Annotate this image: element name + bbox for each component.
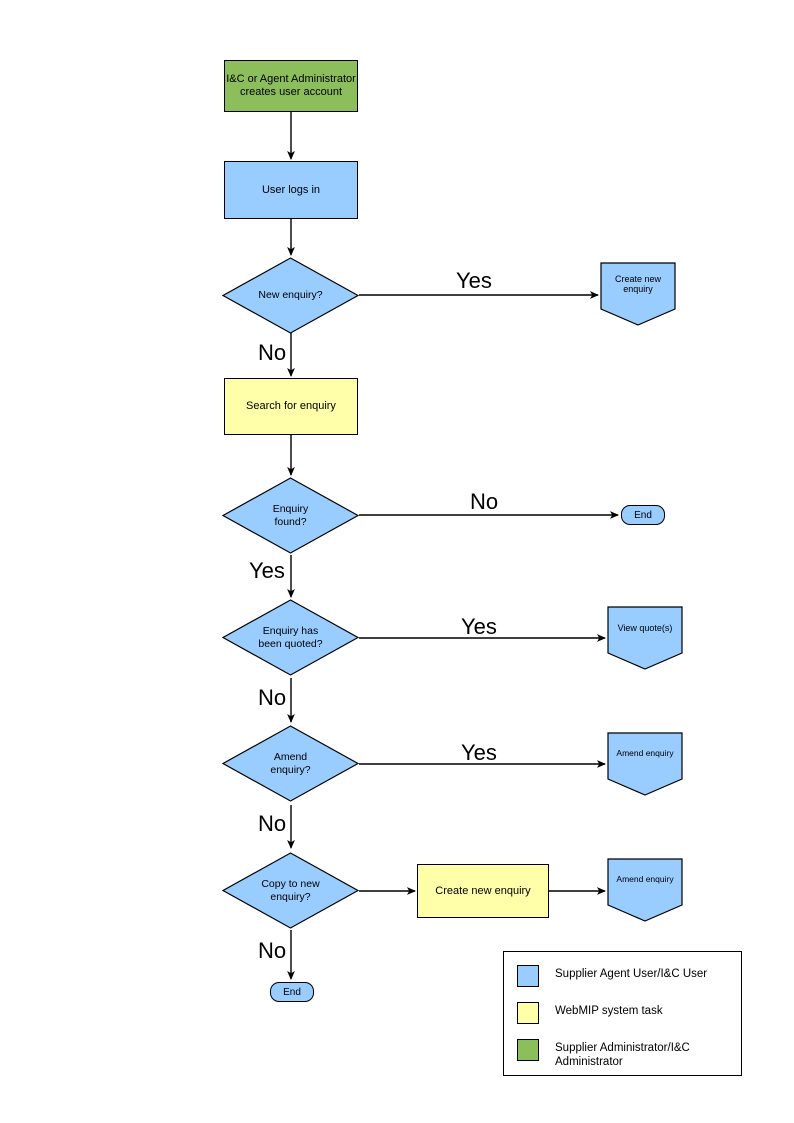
node-new-enquiry-decision-label: New enquiry? [258,289,323,302]
legend-item-user: Supplier Agent User/I&C User [517,965,707,987]
node-copy-to-new-enquiry-decision[interactable]: Copy to new enquiry? [222,852,359,929]
node-view-quotes[interactable]: View quote(s) [607,606,683,670]
node-new-enquiry-decision[interactable]: New enquiry? [222,257,359,334]
legend-item-system: WebMIP system task [517,1002,663,1024]
node-view-quotes-label: View quote(s) [617,622,673,633]
edge-label-quoted-no: No [258,685,287,710]
pentagon-shape [607,858,683,922]
node-amend-enquiry-2-label: Amend enquiry [616,874,674,885]
node-copy-to-new-enquiry-decision-label-line1: Copy to new [261,878,320,891]
legend-label-administrator: Supplier Administrator/I&C Administrator [555,1039,735,1070]
pentagon-shape [607,606,683,670]
node-amend-enquiry-decision-label-line2: enquiry? [270,763,311,776]
diamond-shape [222,257,359,334]
pentagon-shape [607,732,683,796]
diamond-shape [222,852,359,929]
node-amend-enquiry-decision-label-line1: Amend [273,751,308,764]
node-user-logs-in[interactable]: User logs in [224,161,358,219]
node-enquiry-quoted-decision-label-line1: Enquiry has [262,625,319,638]
node-user-logs-in-label: User logs in [261,183,321,196]
node-create-new-enquiry-bottom[interactable]: Create new enquiry [417,864,549,918]
node-create-new-enquiry-top-label: Create new enquiry [614,273,662,294]
edge-label-copy-no: No [258,938,287,963]
node-enquiry-quoted-decision[interactable]: Enquiry has been quoted? [222,599,359,676]
diamond-shape [222,599,359,676]
node-amend-enquiry-2[interactable]: Amend enquiry [607,858,683,922]
legend-label-administrator-line2: Administrator [555,1055,623,1068]
node-enquiry-found-decision-label-line2: found? [274,515,307,528]
legend-item-administrator: Supplier Administrator/I&C Administrator [517,1039,735,1070]
edge-label-enquiry-found-yes: Yes [249,558,285,583]
node-create-user-account-label-line2: creates user account [239,86,343,98]
legend-label-administrator-line1: Supplier Administrator/I&C [555,1042,690,1054]
edge-label-new-enquiry-no: No [258,340,287,365]
legend: Supplier Agent User/I&C User WebMIP syst… [503,951,742,1076]
edge-label-new-enquiry-yes: Yes [456,268,492,293]
node-enquiry-found-decision-label-line1: Enquiry [272,503,309,516]
edge-label-quoted-yes: Yes [461,614,497,639]
diamond-shape [222,725,359,802]
node-create-user-account-label-line1: I&C or Agent Administrator [226,73,356,86]
legend-swatch-system [517,1002,539,1024]
diamond-shape [222,477,359,554]
node-copy-to-new-enquiry-decision-label-line2: enquiry? [270,890,311,903]
node-end-2[interactable]: End [270,982,314,1002]
legend-swatch-administrator [517,1039,539,1061]
node-create-new-enquiry-top[interactable]: Create new enquiry [600,262,676,326]
node-amend-enquiry-1[interactable]: Amend enquiry [607,732,683,796]
node-create-new-enquiry-bottom-label: Create new enquiry [435,884,531,897]
node-amend-enquiry-1-label: Amend enquiry [616,748,674,759]
edge-label-amend-no: No [258,811,287,836]
legend-label-user: Supplier Agent User/I&C User [555,968,708,980]
node-end-1[interactable]: End [621,505,665,525]
edge-label-amend-yes: Yes [461,740,497,765]
node-enquiry-quoted-decision-label-line2: been quoted? [258,637,323,650]
node-create-user-account[interactable]: I&C or Agent Administrator creates user … [224,60,358,112]
node-end-2-label: End [283,986,301,998]
node-end-1-label: End [634,509,652,521]
node-search-for-enquiry[interactable]: Search for enquiry [224,378,358,435]
pentagon-shape [600,262,676,326]
node-search-for-enquiry-label: Search for enquiry [246,400,336,413]
legend-swatch-user [517,965,539,987]
node-amend-enquiry-decision[interactable]: Amend enquiry? [222,725,359,802]
legend-label-system: WebMIP system task [555,1005,663,1017]
node-enquiry-found-decision[interactable]: Enquiry found? [222,477,359,554]
edge-label-enquiry-found-no: No [470,489,499,514]
